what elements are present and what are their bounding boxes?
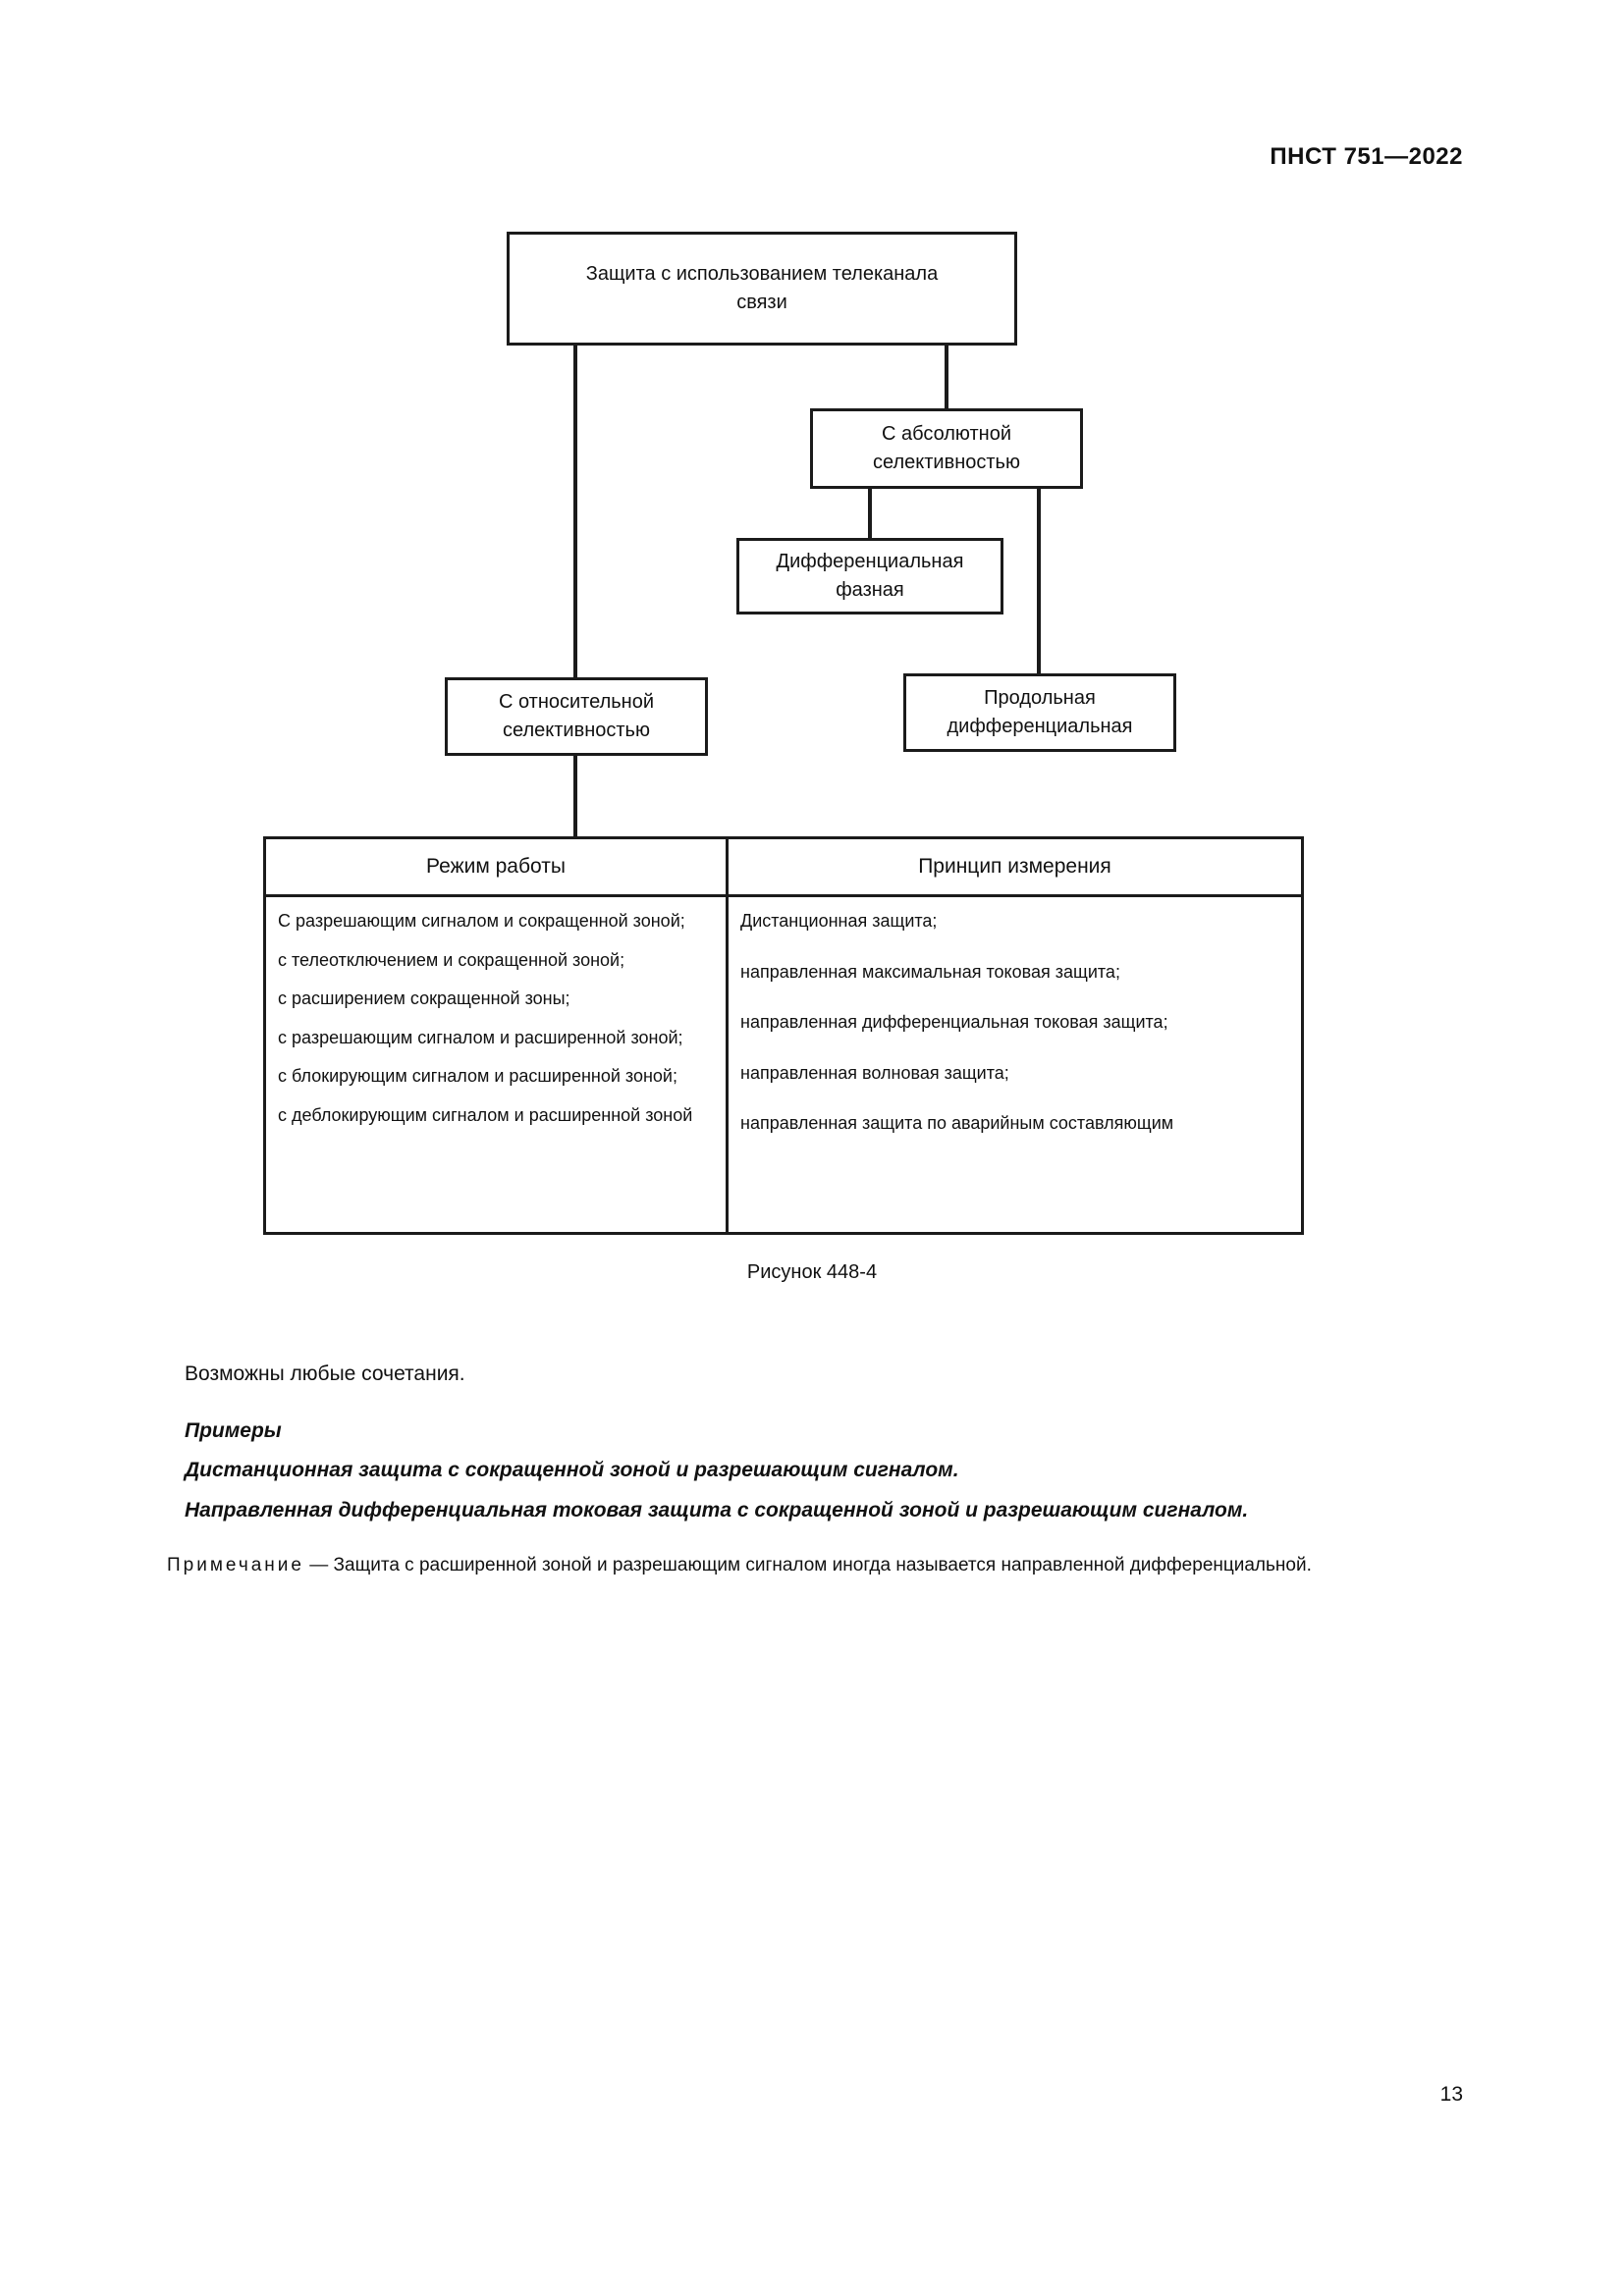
paragraph-example-1: Дистанционная защита с сокращенной зоной…: [185, 1459, 959, 1481]
table-header-label-mode: Режим работы: [426, 855, 566, 878]
diagram-node-root-line2: связи: [736, 292, 787, 313]
table-header-cell-mode: Режим работы: [266, 839, 726, 894]
diagram-node-absolute-line1: С абсолютной: [882, 423, 1011, 445]
table-header-cell-principle: Принцип измерения: [726, 839, 1301, 894]
diagram-node-diffphase-line2: фазная: [836, 579, 904, 601]
diagram-node-absolute-selectivity: С абсолютной селективностью: [810, 408, 1083, 489]
table-body-row: С разрешающим сигналом и сокращенной зон…: [266, 897, 1301, 1232]
diagram-node-root: Защита с использованием телеканала связи: [507, 232, 1017, 346]
connector-absolute-to-diffphase-vertical: [868, 489, 872, 540]
connector-root-to-relative-vertical: [573, 346, 577, 679]
figure-table: Режим работы Принцип измерения С разреша…: [263, 836, 1304, 1235]
diagram-node-longitudinal-line1: Продольная: [984, 687, 1096, 709]
connector-root-to-absolute-vertical: [945, 346, 948, 410]
table-list-item: направленная волновая защита;: [740, 1062, 1009, 1083]
diagram-node-relative-selectivity: С относительной селективностью: [445, 677, 708, 756]
diagram-node-differential-phase: Дифференциальная фазная: [736, 538, 1003, 614]
table-list-item: С разрешающим сигналом и сокращенной зон…: [278, 911, 685, 931]
figure-caption: Рисунок 448-4: [746, 1261, 878, 1283]
diagram-node-absolute-line2: селективностью: [873, 452, 1020, 473]
table-cell-modes: С разрешающим сигналом и сокращенной зон…: [266, 897, 726, 1232]
table-list-item: направленная максимальная токовая защита…: [740, 961, 1120, 982]
table-header-row: Режим работы Принцип измерения: [266, 839, 1301, 897]
table-cell-modes-content: С разрешающим сигналом и сокращенной зон…: [266, 897, 726, 1138]
table-list-item: с разрешающим сигналом и расширенной зон…: [278, 1027, 683, 1047]
diagram-node-root-line1: Защита с использованием телеканала: [585, 263, 939, 285]
paragraph-note: Примечание — Защита с расширенной зоной …: [126, 1551, 1451, 1579]
paragraph-examples-heading: Примеры: [185, 1419, 282, 1442]
table-list-item: Дистанционная защита;: [740, 911, 938, 931]
table-list-item: с деблокирующим сигналом и расширенной з…: [278, 1104, 693, 1125]
connector-absolute-to-longitudinal-vertical: [1037, 489, 1041, 675]
table-list-item: направленная защита по аварийным составл…: [740, 1113, 1174, 1134]
table-list-item: с блокирующим сигналом и расширенной зон…: [278, 1066, 677, 1087]
paragraph-combinations: Возможны любые сочетания.: [185, 1362, 465, 1385]
diagram-node-longitudinal-line2: дифференциальная: [947, 716, 1133, 737]
diagram-node-diffphase-line1: Дифференциальная: [776, 551, 964, 572]
diagram-node-relative-line2: селективностью: [503, 720, 650, 741]
table-cell-principles: Дистанционная защита; направленная макси…: [726, 897, 1301, 1232]
paragraph-example-2: Направленная дифференциальная токовая за…: [185, 1499, 1249, 1522]
table-cell-principles-content: Дистанционная защита; направленная макси…: [729, 897, 1301, 1172]
diagram-node-relative-line1: С относительной: [498, 691, 654, 713]
note-body: — Защита с расширенной зоной и разрешающ…: [303, 1555, 1312, 1575]
connector-relative-to-table-vertical: [573, 756, 577, 838]
table-list-item: с телеотключением и сокращенной зоной;: [278, 949, 625, 970]
diagram-node-longitudinal-differential: Продольная дифференциальная: [903, 673, 1176, 752]
figure-448-4-diagram: Защита с использованием телеканала связи…: [263, 232, 1304, 1235]
table-list-item: направленная дифференциальная токовая за…: [740, 1012, 1168, 1033]
page-number: 13: [1439, 2083, 1463, 2106]
page-header-standard-id: ПНСТ 751—2022: [1270, 143, 1463, 170]
table-list-item: с расширением сокращенной зоны;: [278, 988, 570, 1009]
table-header-label-principle: Принцип измерения: [918, 855, 1111, 878]
note-label: Примечание: [167, 1555, 304, 1575]
